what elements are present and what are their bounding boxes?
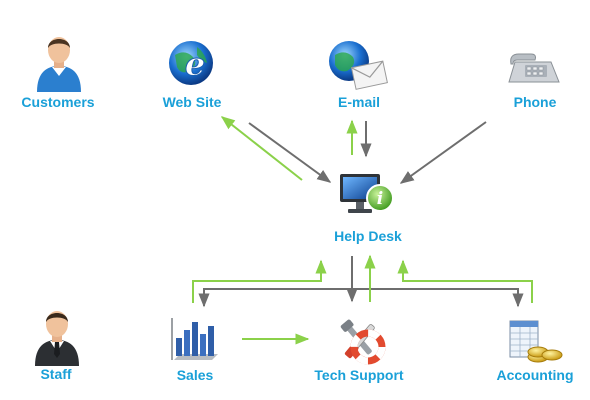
svg-text:i: i xyxy=(377,189,383,209)
email-envelope-icon xyxy=(329,41,388,90)
tech-support-tools-icon xyxy=(340,319,386,365)
staff-person-icon xyxy=(35,311,79,366)
customer-person-icon xyxy=(37,37,81,92)
techsupport-label: Tech Support xyxy=(314,367,404,383)
phone-label: Phone xyxy=(513,94,557,110)
arrow-phone-to-helpdesk xyxy=(399,121,487,184)
staff-label: Staff xyxy=(40,366,72,382)
arrow-helpdesk-to-website xyxy=(220,116,303,181)
sales-bar-chart-icon xyxy=(171,318,218,360)
customers-label: Customers xyxy=(21,94,95,110)
arrow-sales-to-helpdesk xyxy=(192,259,327,303)
telephone-icon xyxy=(508,53,560,83)
svg-text:e: e xyxy=(185,45,205,83)
email-label: E-mail xyxy=(337,94,381,110)
helpdesk-label: Help Desk xyxy=(334,228,402,244)
arrow-helpdesk-to-accounting xyxy=(352,288,524,308)
website-label: Web Site xyxy=(162,94,222,110)
arrow-helpdesk-to-sales xyxy=(198,288,352,308)
sales-label: Sales xyxy=(176,367,214,383)
web-globe-icon: e xyxy=(169,41,213,85)
accounting-label: Accounting xyxy=(496,367,574,383)
accounting-ledger-icon xyxy=(509,320,563,363)
arrow-accounting-to-helpdesk xyxy=(397,259,533,303)
helpdesk-monitor-icon: i xyxy=(340,174,394,213)
arrow-website-to-helpdesk xyxy=(248,122,332,183)
